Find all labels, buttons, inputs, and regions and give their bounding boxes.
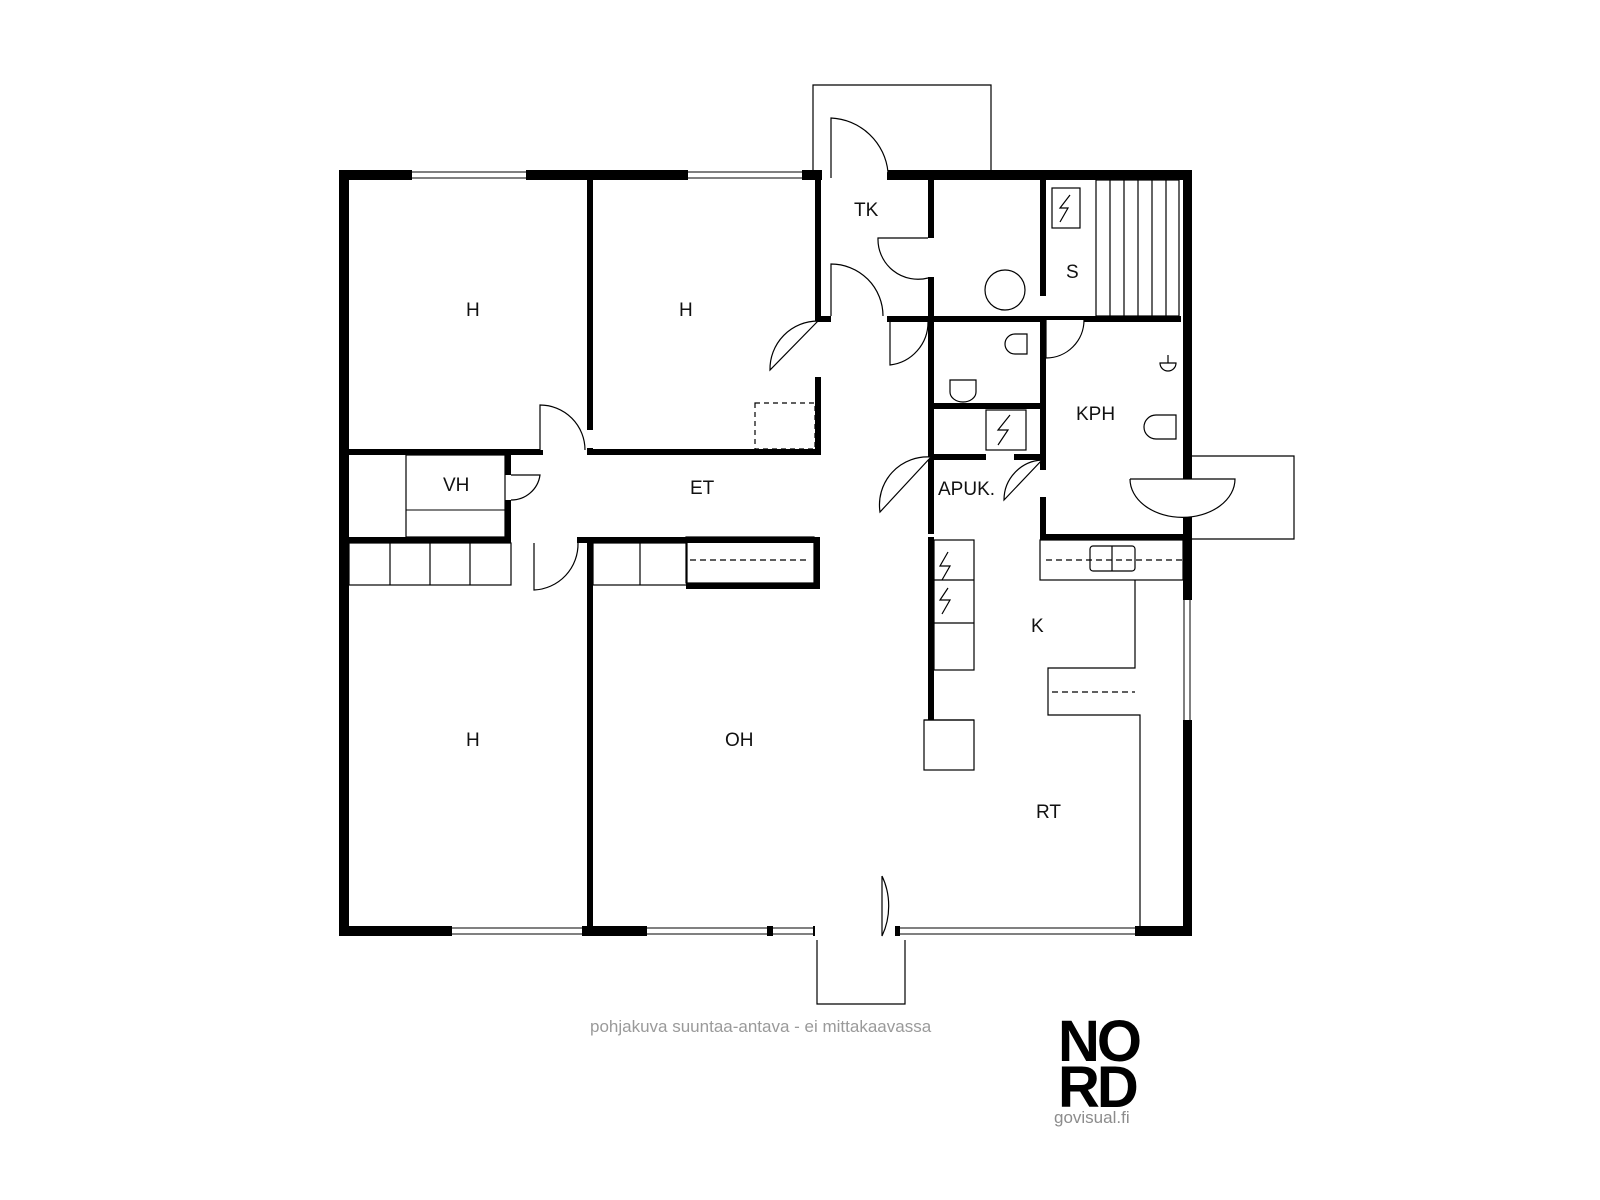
door-wc [889, 321, 929, 366]
shower [1159, 355, 1177, 372]
door-s [1045, 319, 1085, 359]
room-label-h-top-mid: H [679, 300, 693, 321]
exterior-walls [339, 170, 1192, 936]
right-balcony [1190, 455, 1295, 540]
fixtures [348, 179, 1184, 926]
disclaimer-caption: pohjakuva suuntaa-antava - ei mittakaava… [590, 1017, 932, 1036]
shelf-et [685, 536, 815, 584]
logo-line-1: NO [1058, 1009, 1142, 1074]
sauna-stove [984, 269, 1026, 311]
porches [812, 84, 1295, 1005]
door-apuk [878, 456, 932, 514]
room-label-kph: KPH [1076, 404, 1115, 425]
electric-panel-2 [985, 409, 1027, 451]
toilet [1004, 333, 1028, 355]
room-label-vh: VH [443, 475, 469, 496]
door-balcony [1129, 478, 1236, 518]
sauna-bench [1095, 179, 1180, 317]
wardrobe-k [933, 539, 975, 671]
top-porch [812, 84, 992, 172]
room-label-k: K [1031, 616, 1044, 637]
door-vh [510, 474, 541, 501]
logo-line-2: RD [1058, 1055, 1139, 1120]
kph-sink [1143, 414, 1177, 440]
wardrobe-k-lower [923, 719, 975, 771]
wardrobe-vh [405, 454, 506, 538]
wc-sink [949, 379, 977, 403]
room-label-oh: OH [725, 730, 754, 751]
brand-url: govisual.fi [1054, 1108, 1130, 1127]
room-label-apuk: APUK. [938, 479, 995, 500]
doors [510, 117, 1236, 937]
door-tk-top [830, 117, 889, 178]
interior-walls [339, 176, 1183, 926]
door-tk-lower [830, 263, 884, 317]
room-label-tk: TK [854, 200, 879, 221]
room-label-h-bottom-left: H [466, 730, 480, 751]
windows [412, 168, 1194, 938]
bottom-porch [816, 940, 906, 1005]
door-main [881, 875, 890, 937]
room-label-s: S [1066, 262, 1079, 283]
room-label-rt: RT [1036, 802, 1061, 823]
closet-h-mid [754, 402, 816, 450]
door-h-bottom-left [533, 542, 579, 591]
door-h-mid [769, 320, 819, 372]
worktop [1039, 539, 1184, 581]
electric-panel-1 [1051, 187, 1081, 229]
room-label-et: ET [690, 478, 715, 499]
door-tk-right [877, 237, 929, 280]
door-kph [1003, 459, 1043, 502]
island [1047, 580, 1141, 926]
room-label-h-top-left: H [466, 300, 480, 321]
door-h-top-left [539, 404, 586, 451]
